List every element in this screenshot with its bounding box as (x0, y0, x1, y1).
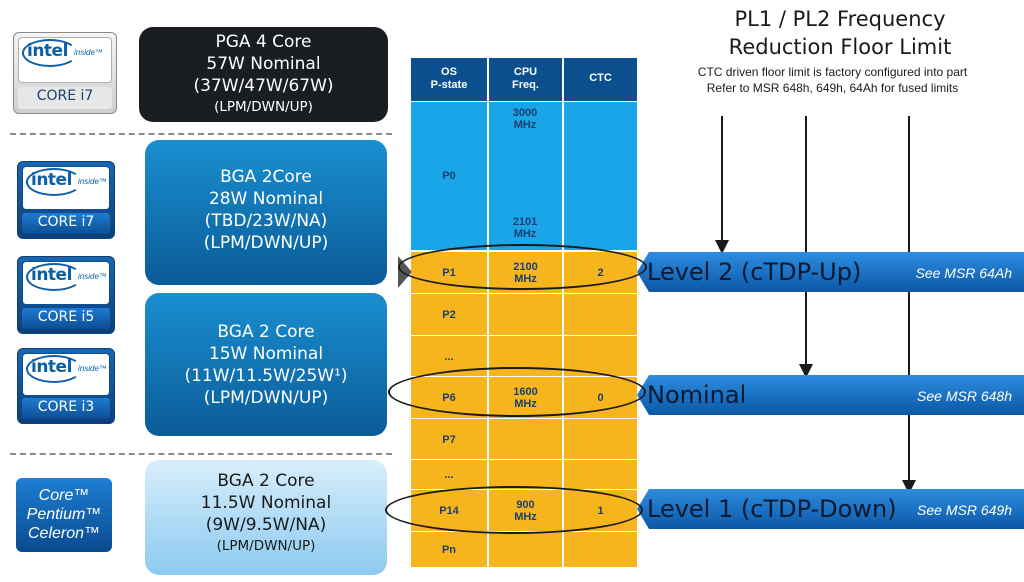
row-freq (489, 294, 562, 336)
row-state: P2 (442, 309, 456, 321)
divider (10, 453, 392, 455)
row-ctc (564, 460, 637, 490)
config-box-bga-2core-11-5w: BGA 2 Core 11.5W Nominal (9W/9.5W/NA) (L… (145, 460, 387, 575)
row-freq (489, 532, 562, 568)
highlight-oval-p14 (385, 486, 643, 534)
note-line-1: CTC driven floor limit is factory config… (697, 65, 968, 79)
config-box-pga-4-core: PGA 4 Core 57W Nominal (37W/47W/67W) (LP… (139, 27, 388, 122)
core-pentium-celeron-logo: Core™ Pentium™ Celeron™ (16, 478, 112, 552)
banner-level-2: Level 2 (cTDP-Up) See MSR 64Ah (637, 252, 1024, 292)
row-state: ... (444, 469, 454, 481)
arrow-shaft (805, 116, 807, 366)
banner-msr-ref: See MSR 64Ah (915, 265, 1013, 281)
header-ctc: CTC (564, 58, 637, 101)
banner-label: Nominal (647, 381, 747, 409)
arrow-shaft (908, 116, 910, 482)
title-line-1: PL1 / PL2 Frequency (734, 7, 946, 31)
table-row: Pn (411, 531, 637, 567)
arrow-down-icon (715, 240, 729, 254)
banner-level-1: Level 1 (cTDP-Down) See MSR 649h (637, 489, 1024, 529)
table-row: P2 (411, 293, 637, 335)
row-state: Pn (441, 544, 457, 556)
row-state: ... (444, 350, 454, 363)
divider (10, 133, 392, 135)
highlight-oval-p6 (388, 367, 646, 417)
banner-msr-ref: See MSR 648h (917, 388, 1012, 404)
banner-label: Level 1 (cTDP-Down) (647, 495, 897, 523)
banner-label: Level 2 (cTDP-Up) (647, 258, 862, 286)
row-ctc (564, 294, 637, 336)
banner-nominal: Nominal See MSR 648h (637, 375, 1024, 415)
banner-msr-ref: See MSR 649h (917, 502, 1012, 518)
table-row: P7 (411, 418, 637, 459)
p0-state: P0 (442, 170, 456, 182)
config-box-bga-2core-15w: BGA 2 Core 15W Nominal (11W/11.5W/25W¹) … (145, 293, 387, 436)
column-divider (487, 102, 489, 567)
arrow-down-icon (799, 364, 813, 378)
row-ctc (564, 532, 637, 568)
table-row: ... (411, 459, 637, 489)
note-line-2: Refer to MSR 648h, 649h, 64Ah for fused … (706, 81, 959, 95)
row-state: P7 (442, 433, 456, 446)
config-box-bga-2core-28w: BGA 2Core 28W Nominal (TBD/23W/NA) (LPM/… (145, 140, 387, 285)
row-ctc (564, 419, 637, 460)
highlight-oval-p1 (398, 244, 647, 290)
arrow-shaft (721, 116, 723, 242)
column-divider (562, 102, 564, 567)
title-line-2: Reduction Floor Limit (728, 35, 952, 59)
row-freq (489, 419, 562, 460)
p0-region (411, 102, 637, 250)
